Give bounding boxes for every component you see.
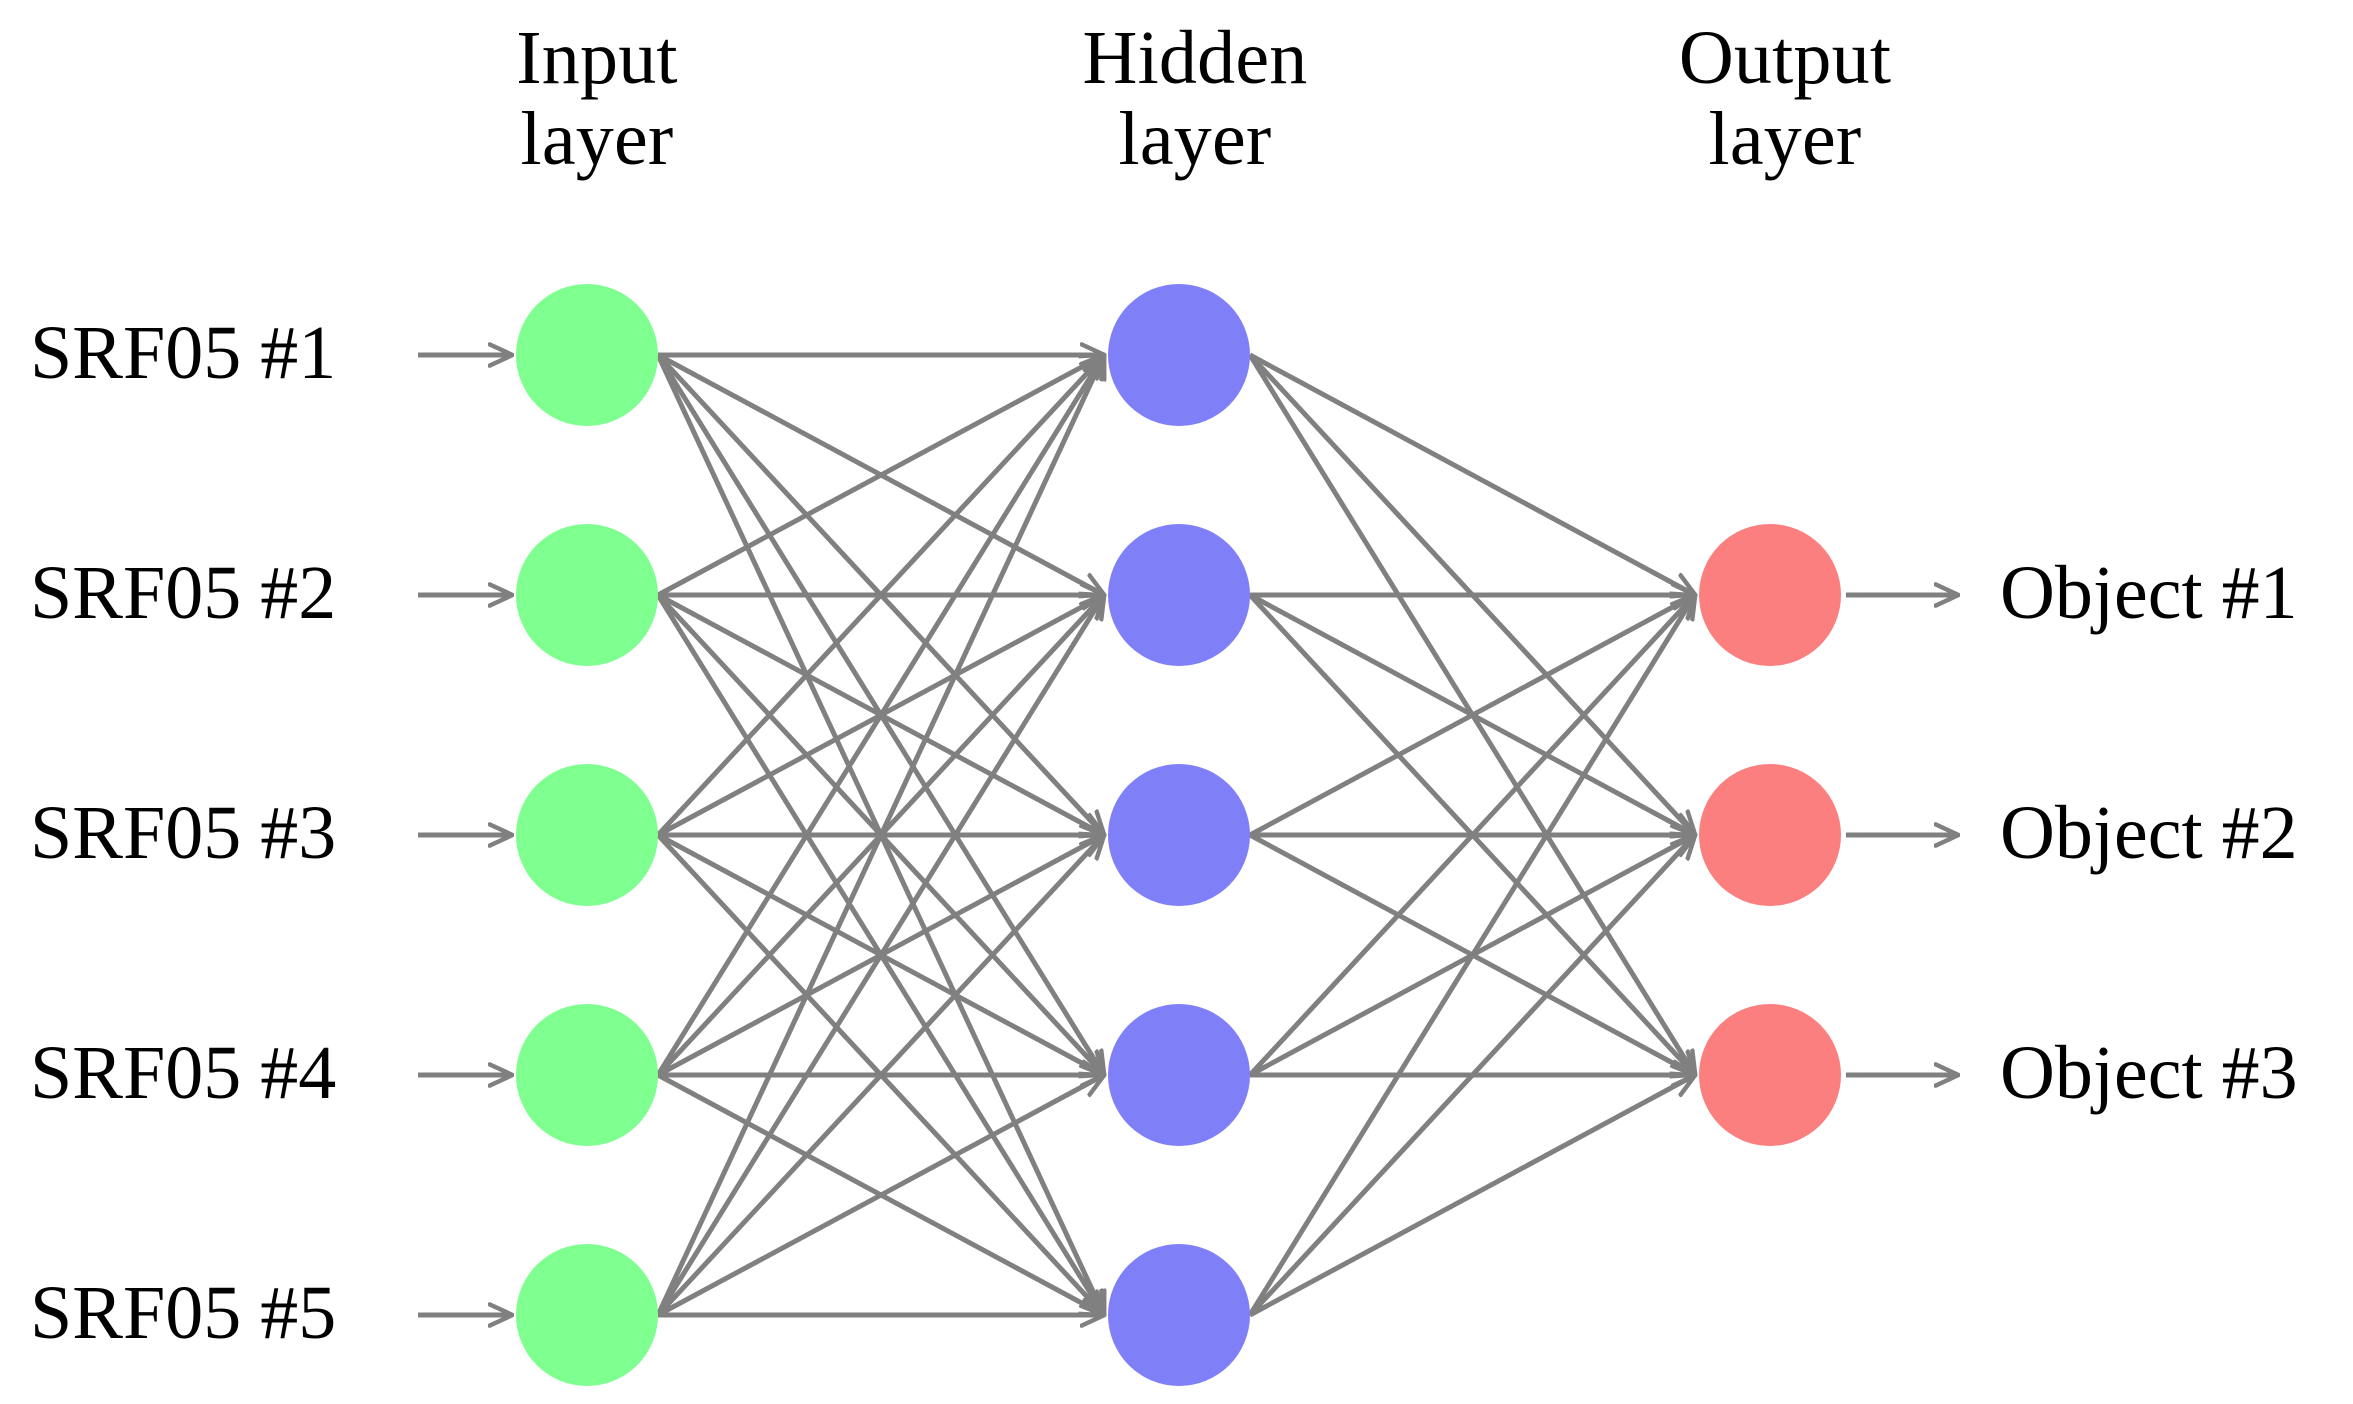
hidden-node-1[interactable] (1108, 284, 1250, 426)
edge-hidden-5-output-1 (1247, 595, 1695, 1317)
output-label-1: Object #1 (2000, 551, 2298, 635)
input-layer-nodes (516, 284, 658, 1386)
input-label-4: SRF05 #4 (30, 1031, 337, 1115)
input-node-4[interactable] (516, 1004, 658, 1146)
edge-hidden-5-output-2 (1248, 835, 1695, 1317)
edge-input-5-hidden-2 (655, 595, 1104, 1317)
hidden-node-2[interactable] (1108, 524, 1250, 666)
input-node-1[interactable] (516, 284, 658, 426)
output-node-3[interactable] (1699, 1004, 1841, 1146)
input-node-3[interactable] (516, 764, 658, 906)
edge-hidden-5-output-3 (1248, 1075, 1695, 1318)
output-layer-nodes (1699, 524, 1841, 1146)
output-label-3: Object #3 (2000, 1031, 2298, 1115)
output-node-2[interactable] (1699, 764, 1841, 906)
edge-input-5-hidden-3 (656, 835, 1104, 1317)
hidden-layer-nodes (1108, 284, 1250, 1386)
hidden-node-5[interactable] (1108, 1244, 1250, 1386)
hidden-node-3[interactable] (1108, 764, 1250, 906)
edge-input-5-hidden-1 (655, 355, 1104, 1317)
layer-title-hidden: Hidden layer (1082, 16, 1308, 181)
edge-input-5-hidden-4 (656, 1075, 1104, 1318)
output-feed-arrows (1846, 595, 1958, 1075)
layer-title-input: Input layer (516, 16, 678, 181)
output-label-2: Object #2 (2000, 791, 2298, 875)
edge-hidden-4-output-1 (1248, 595, 1695, 1077)
edge-hidden-1-output-1 (1248, 352, 1695, 595)
input-feed-arrows (418, 355, 512, 1315)
edge-input-3-hidden-1 (656, 355, 1104, 837)
input-label-1: SRF05 #1 (30, 311, 337, 395)
hidden-node-4[interactable] (1108, 1004, 1250, 1146)
edges-input-to-hidden (655, 355, 1104, 1318)
edges-hidden-to-output (1247, 352, 1695, 1318)
layer-title-output: Output layer (1678, 16, 1892, 181)
edge-input-4-hidden-1 (655, 355, 1104, 1077)
input-label-5: SRF05 #5 (30, 1271, 337, 1355)
input-node-2[interactable] (516, 524, 658, 666)
edge-hidden-3-output-1 (1248, 595, 1695, 838)
input-label-3: SRF05 #3 (30, 791, 337, 875)
edge-input-2-hidden-1 (656, 355, 1104, 598)
output-node-1[interactable] (1699, 524, 1841, 666)
input-label-2: SRF05 #2 (30, 551, 337, 635)
input-node-5[interactable] (516, 1244, 658, 1386)
